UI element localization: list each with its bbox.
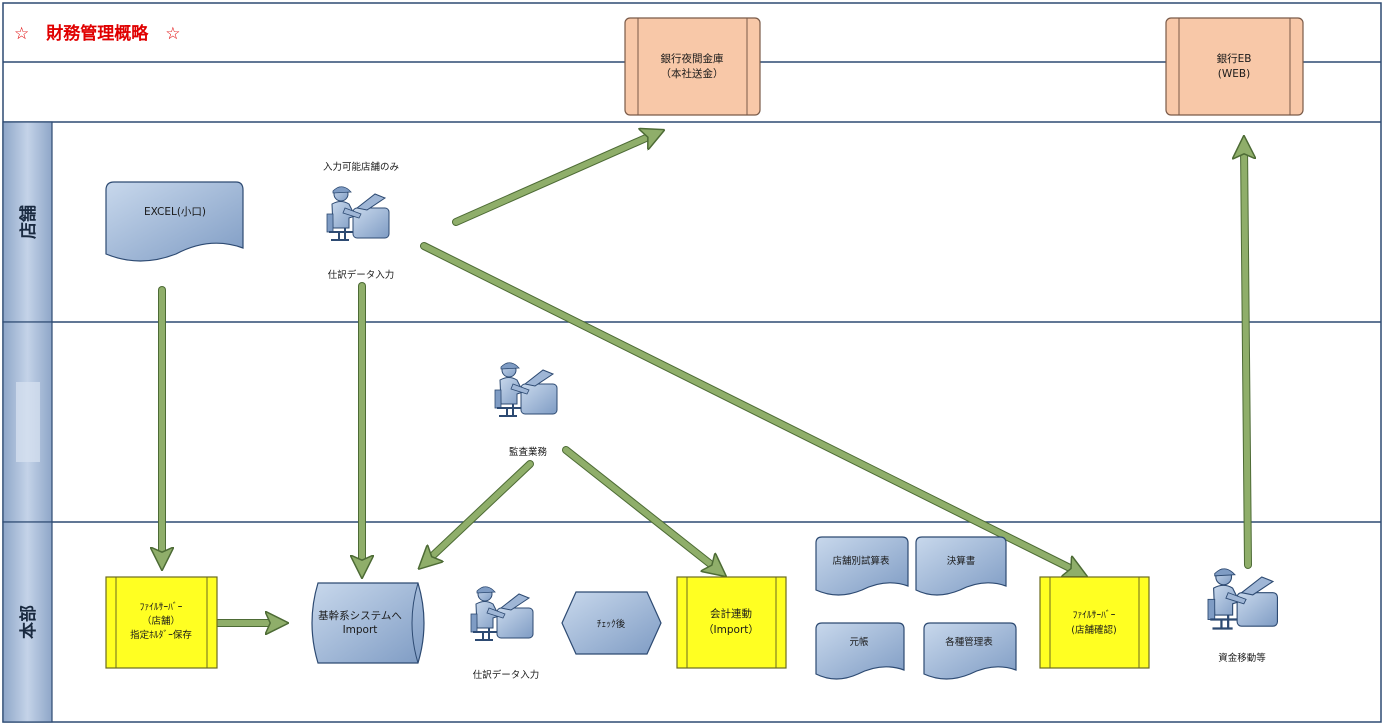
fileserver-confirm-label-1: ﾌｧｲﾙｻｰﾊﾞｰ: [1073, 610, 1116, 621]
arrow-audit-to-accounting: [563, 447, 718, 570]
bank-night-label-1: 銀行夜間金庫: [661, 52, 724, 65]
arrow-fund-to-bank-eb: [1244, 146, 1248, 568]
management-tables-label: 各種管理表: [945, 636, 993, 648]
management-tables-document: 各種管理表: [923, 622, 1017, 680]
bank-night-label-2: （本社送金）: [661, 67, 724, 80]
core-system-label-1: 基幹系システムへ: [318, 609, 402, 622]
accounting-label-2: （Import）: [703, 624, 759, 636]
lane-label-store: 店舗: [18, 205, 39, 239]
fileserver-confirm-label-2: (店舗確認): [1071, 624, 1116, 636]
store-trial-document: 店舗別試算表: [815, 536, 909, 596]
core-system-cylinder: 基幹系システムへ Import: [311, 582, 425, 664]
check-label: ﾁｪｯｸ後: [597, 618, 626, 630]
bank-night-depository-box: 銀行夜間金庫 （本社送金）: [624, 17, 761, 116]
fileserver-confirm-box: ﾌｧｲﾙｻｰﾊﾞｰ (店舗確認): [1039, 576, 1150, 669]
audit-label: 監査業務: [509, 446, 548, 458]
fileserver-store-label-1: ﾌｧｲﾙｻｰﾊﾞｰ: [140, 602, 183, 613]
lane-header-hq: [2, 521, 53, 723]
financial-statement-label: 決算書: [947, 555, 976, 567]
fileserver-store-label-2: （店舗）: [142, 615, 180, 627]
check-hexagon: ﾁｪｯｸ後: [561, 591, 662, 655]
store-only-note: 入力可能店舗のみ: [323, 161, 399, 173]
store-trial-label: 店舗別試算表: [832, 555, 890, 567]
core-system-label-2: Import: [343, 624, 378, 636]
bank-eb-label-1: 銀行EB: [1217, 52, 1252, 65]
hq-entry-label: 仕訳データ入力: [473, 669, 540, 681]
excel-document-shape: EXCEL(小口): [105, 181, 244, 262]
fileserver-store-label-3: 指定ﾎﾙﾀﾞｰ保存: [130, 629, 192, 641]
arrow-store-to-fileserver-confirm: [421, 243, 1078, 572]
store-entry-label: 仕訳データ入力: [328, 269, 395, 281]
financial-statement-document: 決算書: [915, 536, 1007, 596]
fund-transfer-label: 資金移動等: [1218, 652, 1266, 664]
diagram-title: ☆ 財務管理概略 ☆: [14, 23, 180, 44]
ledger-document: 元帳: [815, 622, 905, 680]
flow-arrows: [162, 134, 1248, 623]
lane-label-hq: 本部: [18, 605, 39, 639]
ledger-label: 元帳: [849, 636, 869, 648]
fileserver-store-box: ﾌｧｲﾙｻｰﾊﾞｰ （店舗） 指定ﾎﾙﾀﾞｰ保存: [105, 576, 218, 669]
bank-eb-box: 銀行EB (WEB): [1165, 17, 1304, 116]
bank-eb-label-2: (WEB): [1218, 68, 1250, 80]
excel-label: EXCEL(小口): [144, 206, 206, 218]
arrow-store-to-bank-night: [453, 134, 655, 225]
arrow-audit-to-core: [426, 461, 533, 562]
accounting-label-1: 会計連動: [710, 607, 752, 620]
accounting-box: 会計連動 （Import）: [676, 576, 787, 669]
